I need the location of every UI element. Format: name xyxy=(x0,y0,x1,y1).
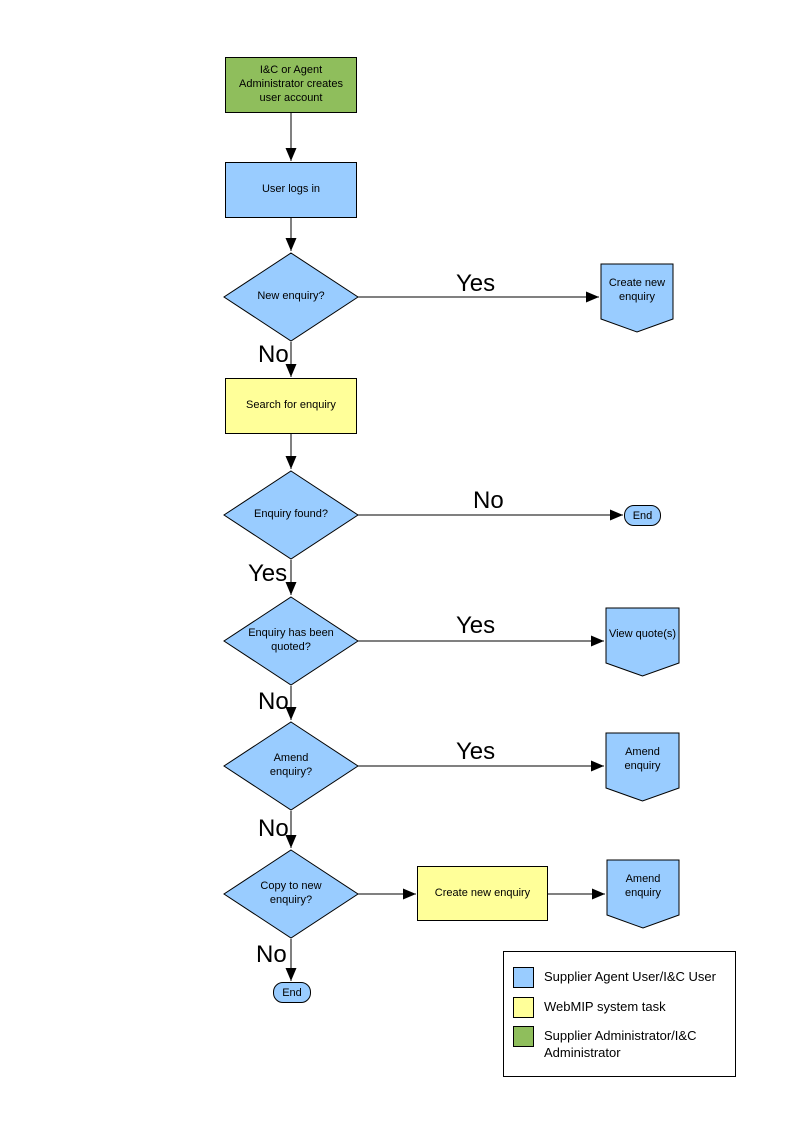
offpage-amend-enquiry-2: Amend enquiry xyxy=(606,859,680,929)
node-label: Create new enquiry xyxy=(434,886,531,899)
edge-label-yes-new-enquiry: Yes xyxy=(456,270,496,297)
node-label: End xyxy=(632,509,653,522)
pentagon-shape xyxy=(605,732,680,802)
pentagon-shape xyxy=(605,607,680,677)
legend-item: Supplier Agent User/I&C User xyxy=(513,967,727,988)
process-create-new-enquiry: Create new enquiry xyxy=(417,866,548,921)
decision-new-enquiry: New enquiry? xyxy=(223,252,359,342)
node-label: Enquiry found? xyxy=(254,508,328,521)
diamond-shape xyxy=(223,849,359,939)
node-label: I&C or Agent Administrator creates user … xyxy=(239,64,343,104)
diamond-shape xyxy=(223,252,359,342)
decision-enquiry-found: Enquiry found? xyxy=(223,470,359,560)
edge-label-no-new-enquiry: No xyxy=(258,341,289,368)
decision-copy-to-new-enquiry: Copy to new enquiry? xyxy=(223,849,359,939)
node-label: Amend enquiry? xyxy=(269,752,313,778)
edge-label-yes-enquiry-found: Yes xyxy=(248,560,288,587)
node-label: End xyxy=(282,986,302,999)
diamond-shape xyxy=(223,596,359,686)
edge-label-no-copy-to-new: No xyxy=(256,941,287,968)
node-label: Search for enquiry xyxy=(246,399,336,412)
edge-label-no-enquiry-quoted: No xyxy=(258,688,289,715)
edge-label-yes-amend-enquiry: Yes xyxy=(456,738,496,765)
legend: Supplier Agent User/I&C User WebMIP syst… xyxy=(503,951,736,1077)
node-label: Create new enquiry xyxy=(608,277,666,303)
legend-swatch-green xyxy=(513,1026,534,1048)
legend-label: Supplier Agent User/I&C User xyxy=(544,969,716,984)
node-label: Amend enquiry xyxy=(624,746,661,772)
node-label: New enquiry? xyxy=(257,290,325,303)
decision-amend-enquiry: Amend enquiry? xyxy=(223,721,359,811)
edge-label-no-enquiry-found: No xyxy=(473,487,504,514)
node-label: View quote(s) xyxy=(608,628,677,641)
legend-label: Supplier Administrator/I&C Administrator xyxy=(544,1028,697,1061)
process-user-logs-in: User logs in xyxy=(225,162,357,218)
legend-swatch-blue xyxy=(513,967,534,988)
legend-item: WebMIP system task xyxy=(513,996,727,1018)
diamond-shape xyxy=(223,721,359,811)
node-label: Amend enquiry xyxy=(624,873,662,899)
node-label: User logs in xyxy=(261,183,321,196)
edge-label-yes-enquiry-quoted: Yes xyxy=(456,612,496,639)
node-label: Copy to new enquiry? xyxy=(260,880,322,906)
terminator-end-2: End xyxy=(273,982,311,1003)
decision-enquiry-quoted: Enquiry has been quoted? xyxy=(223,596,359,686)
process-create-user-account: I&C or Agent Administrator creates user … xyxy=(225,57,357,113)
process-search-for-enquiry: Search for enquiry xyxy=(225,378,357,434)
edge-label-no-amend-enquiry: No xyxy=(258,815,289,842)
pentagon-shape xyxy=(606,859,680,929)
legend-item: Supplier Administrator/I&C Administrator xyxy=(513,1026,727,1062)
terminator-end-1: End xyxy=(624,505,661,526)
pentagon-shape xyxy=(600,263,674,333)
offpage-amend-enquiry-1: Amend enquiry xyxy=(605,732,680,802)
offpage-view-quotes: View quote(s) xyxy=(605,607,680,677)
legend-label: WebMIP system task xyxy=(544,998,666,1014)
offpage-create-new-enquiry: Create new enquiry xyxy=(600,263,674,333)
diamond-shape xyxy=(223,470,359,560)
node-label: Enquiry has been quoted? xyxy=(248,627,334,653)
legend-swatch-yellow xyxy=(513,996,534,1018)
